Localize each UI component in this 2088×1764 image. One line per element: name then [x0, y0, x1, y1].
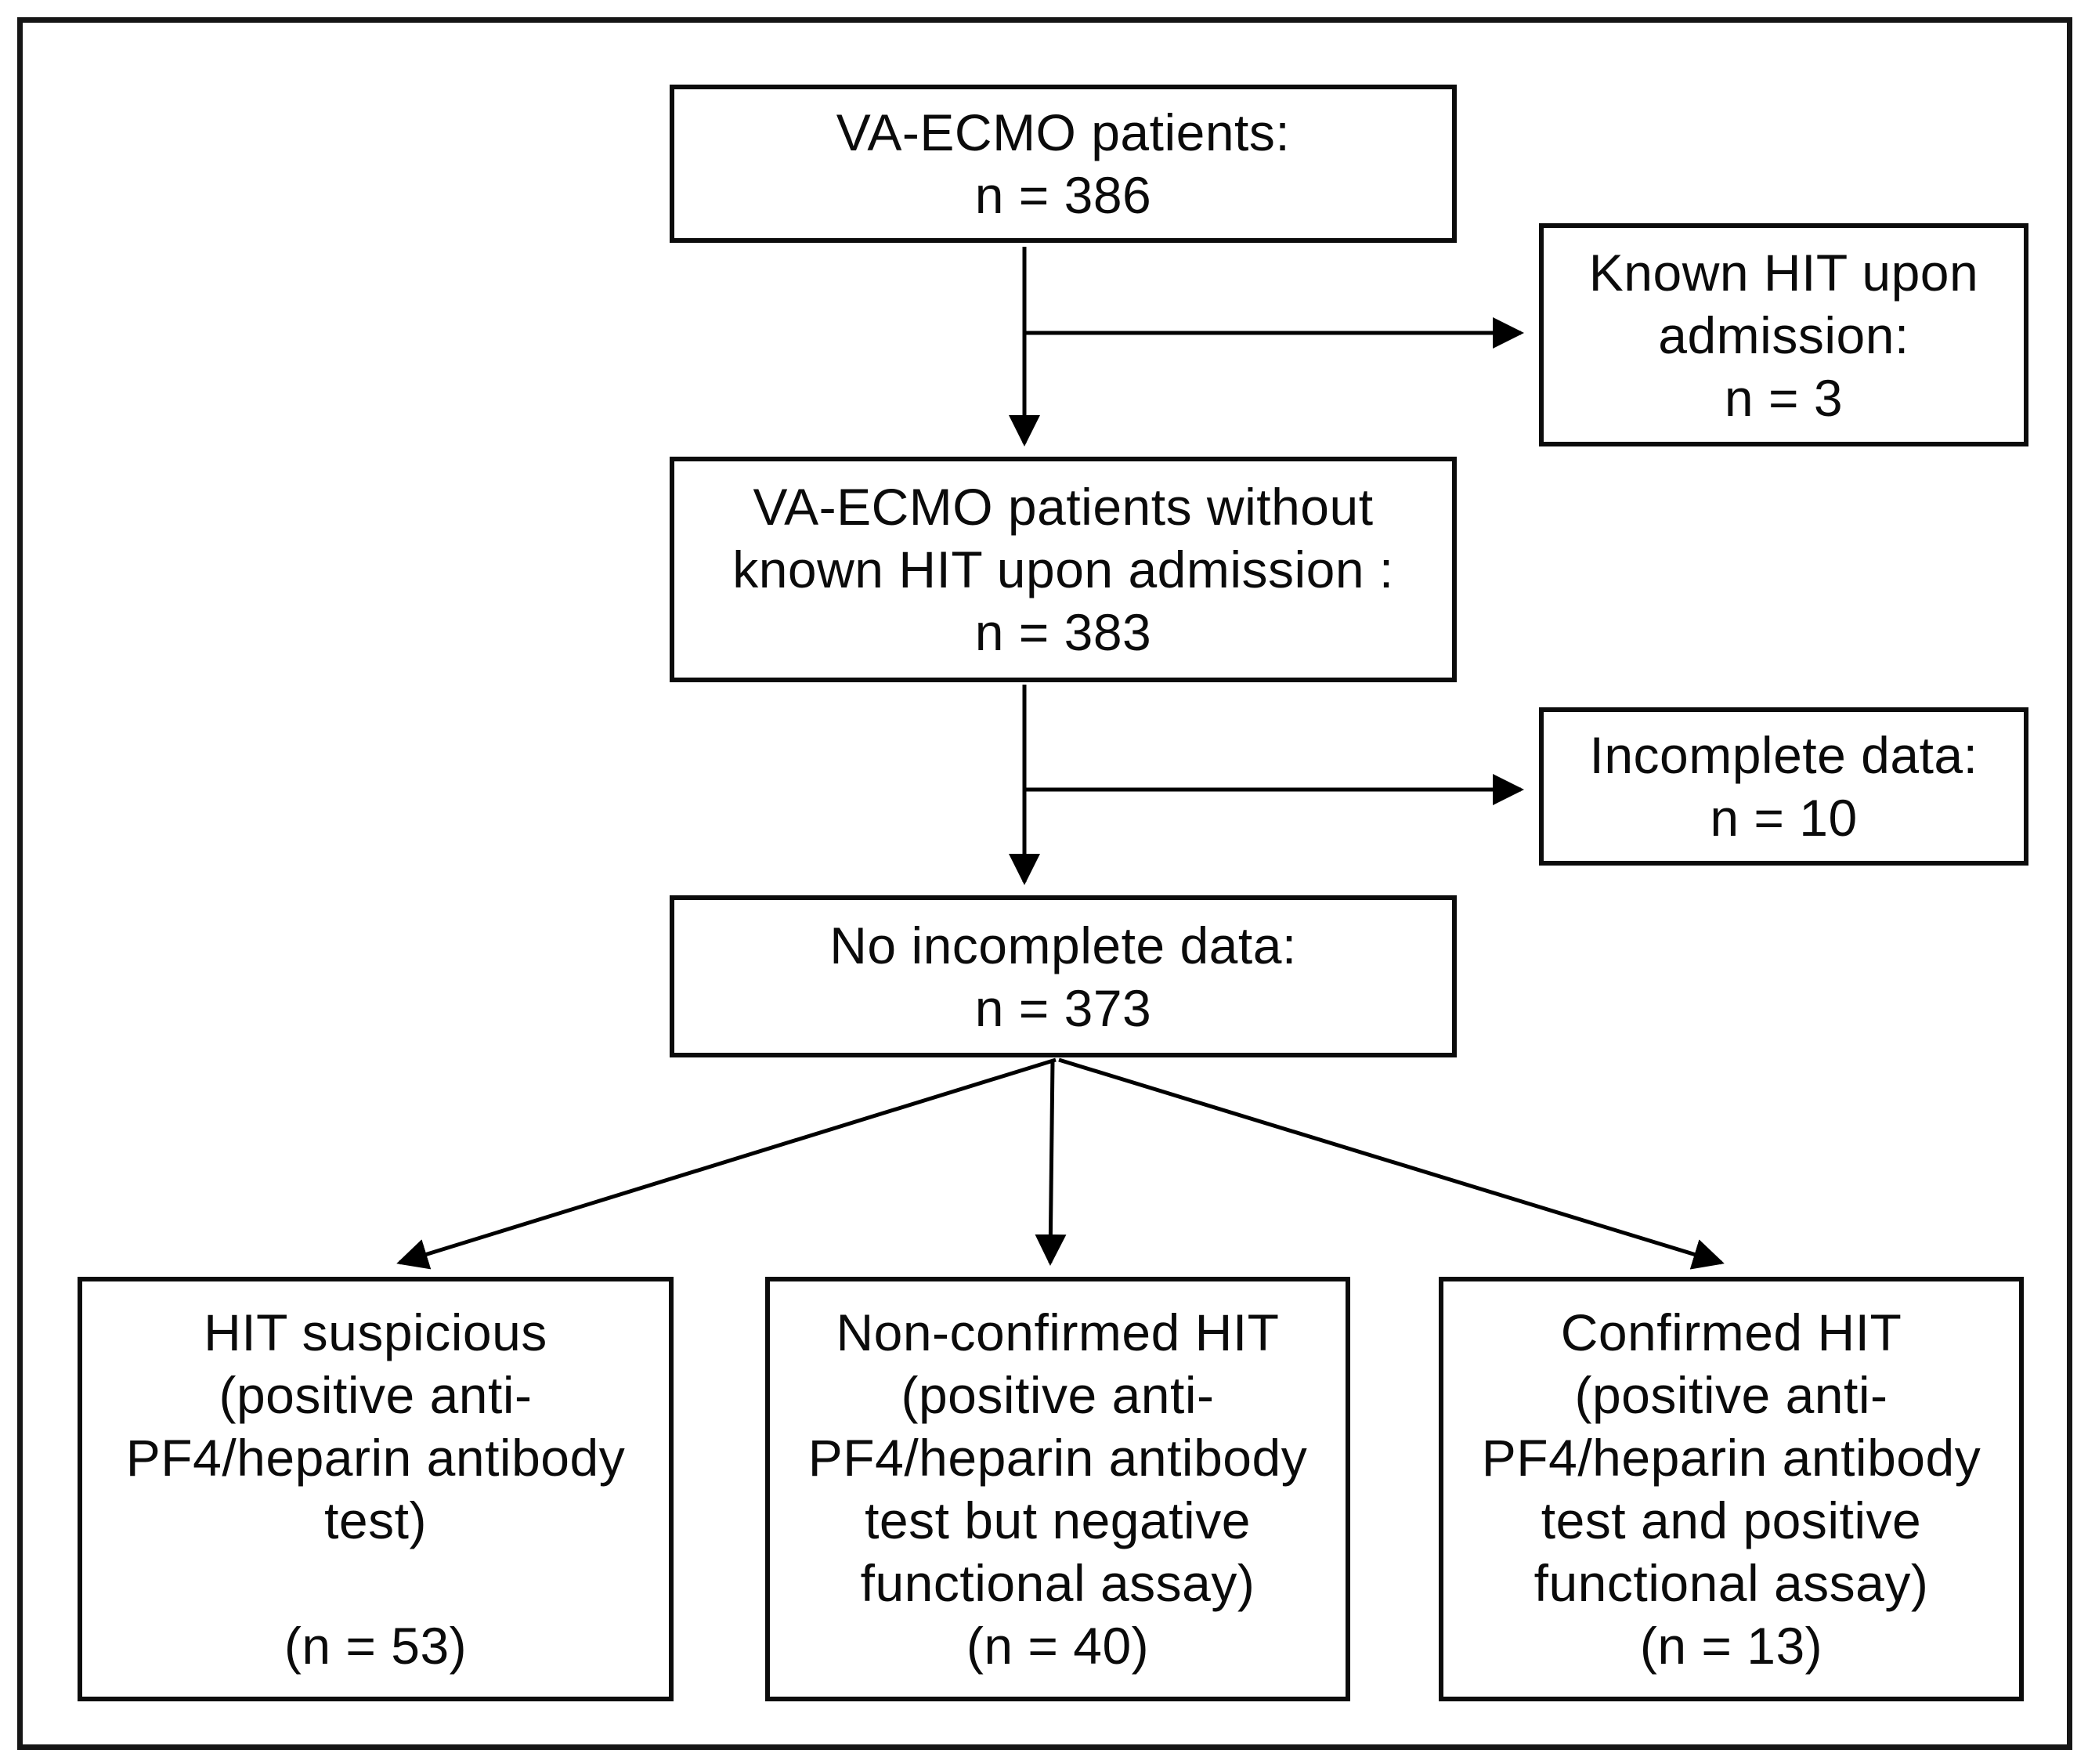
node-va-ecmo-total: VA-ECMO patients: n = 386 [670, 85, 1457, 243]
node-no-incomplete-data: No incomplete data: n = 373 [670, 895, 1457, 1057]
node-hit-suspicious: HIT suspicious (positive anti- PF4/hepar… [78, 1277, 674, 1701]
node-non-confirmed-hit: Non-confirmed HIT (positive anti- PF4/he… [765, 1277, 1350, 1701]
node-confirmed-hit: Confirmed HIT (positive anti- PF4/hepari… [1439, 1277, 2024, 1701]
node-incomplete-data: Incomplete data: n = 10 [1539, 707, 2028, 866]
node-known-hit-admission: Known HIT upon admission: n = 3 [1539, 223, 2028, 446]
node-without-known-hit: VA-ECMO patients without known HIT upon … [670, 457, 1457, 682]
